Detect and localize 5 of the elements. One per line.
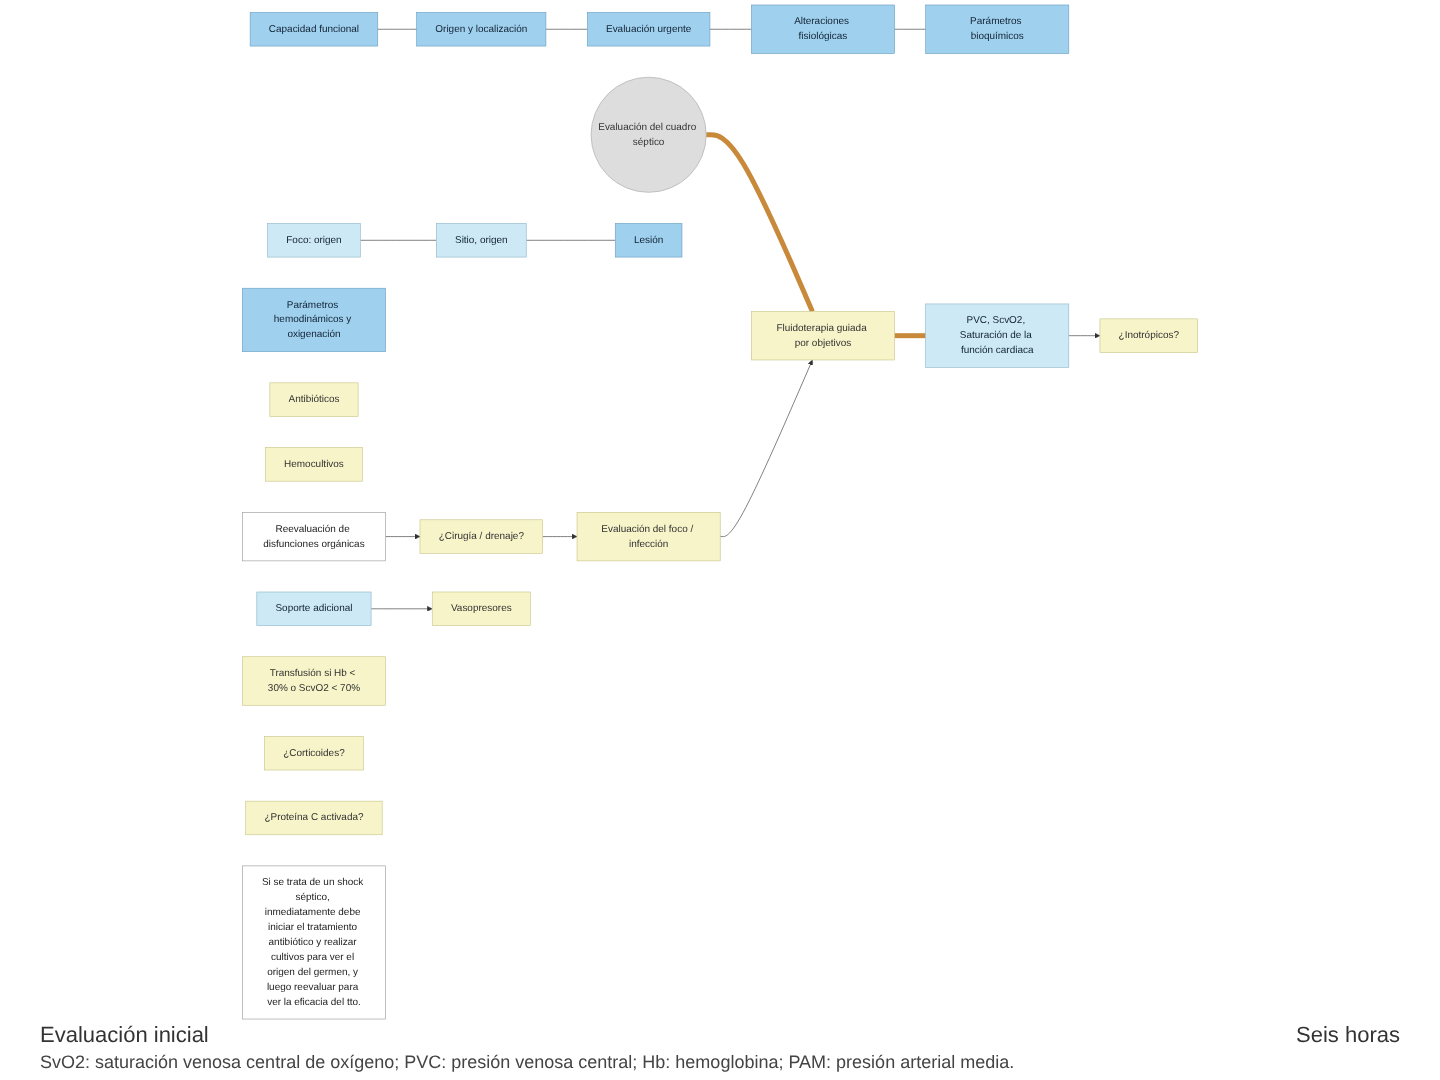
- timeline-label: Seis horas: [1296, 1024, 1400, 1048]
- connector: [894, 333, 926, 339]
- connector: [706, 132, 815, 313]
- footnote: SvO2: saturación venosa central de oxígeno; PVC: presión venosa central; Hb: hemoglobina; PAM: presión arterial media.: [40, 1052, 1015, 1072]
- timeline-label: Evaluación inicial: [40, 1024, 209, 1048]
